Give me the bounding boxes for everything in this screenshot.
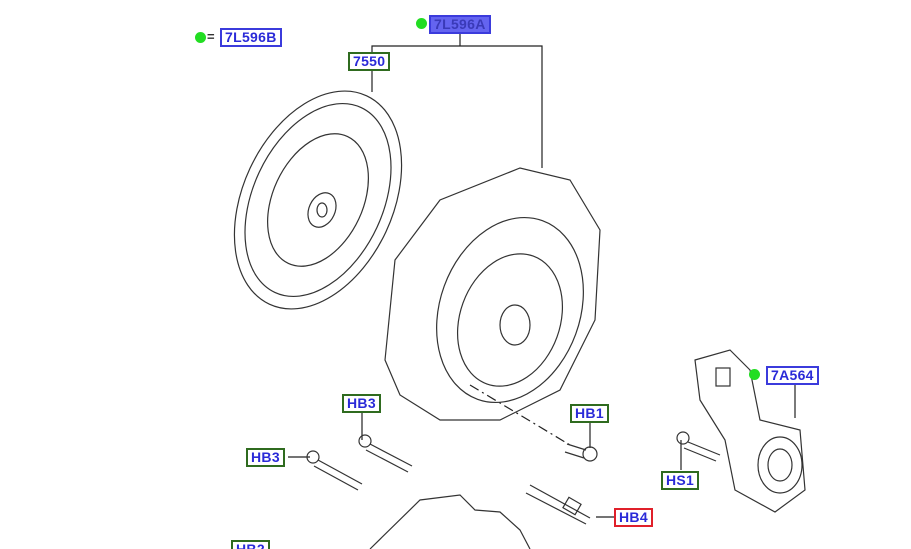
indicator-dot [195,32,206,43]
callout-7L596B[interactable]: 7L596B [220,28,282,47]
leader-lines [288,33,796,518]
callout-hs1[interactable]: HS1 [661,471,700,490]
callout-hb3-lower[interactable]: HB3 [246,448,285,467]
callout-hb4[interactable]: HB4 [614,508,653,527]
callout-7550[interactable]: 7550 [348,52,391,71]
callout-hb1[interactable]: HB1 [570,404,609,423]
housing-outline [369,494,531,549]
slave-cylinder [694,349,806,513]
indicator-dot [749,369,760,380]
clutch-disc [233,90,403,310]
bolts [306,431,721,525]
callout-7A564[interactable]: 7A564 [766,366,819,385]
callout-hb3-upper[interactable]: HB3 [342,394,381,413]
callout-7L596A[interactable]: 7L596A [429,15,491,34]
callout-hb2[interactable]: HB2 [231,540,270,549]
indicator-dot [416,18,427,29]
equals-sign: = [207,29,215,44]
pressure-plate [384,167,601,421]
